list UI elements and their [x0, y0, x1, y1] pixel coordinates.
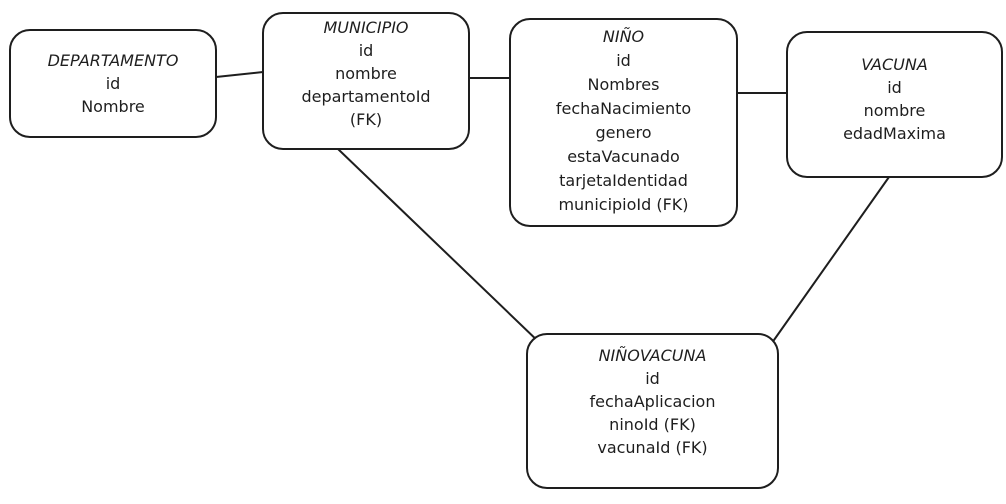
entity-title: NIÑOVACUNA [599, 346, 707, 365]
entity-title: NIÑO [603, 27, 644, 46]
entity-field: id [106, 74, 121, 93]
entity-field: id [359, 41, 374, 60]
entity-field: departamentoId [301, 87, 430, 106]
entity-layer: DEPARTAMENTOidNombreMUNICIPIOidnombredep… [9, 12, 1003, 489]
entity-box [509, 18, 738, 227]
entity-box [9, 29, 217, 138]
entity-box [526, 333, 779, 489]
entity-field: (FK) [350, 110, 382, 129]
entity-field: ninoId (FK) [609, 415, 696, 434]
entity-title: DEPARTAMENTO [48, 51, 179, 70]
entity-field: id [645, 369, 660, 388]
entity-vacuna[interactable]: VACUNA id nombre edadMaxima [786, 31, 1003, 178]
entity-field: estaVacunado [567, 147, 680, 166]
entity-title: MUNICIPIO [323, 18, 408, 37]
entity-field: id [616, 51, 631, 70]
entity-field: genero [596, 123, 652, 142]
relation-departamento-municipio [215, 71, 264, 78]
relation-vacuna-ninovacuna [773, 176, 890, 341]
entity-field: nombre [864, 101, 926, 120]
entity-field: fechaNacimiento [556, 99, 691, 118]
entity-box [786, 31, 1003, 178]
entity-field: fechaAplicacion [590, 392, 716, 411]
entity-field: Nombre [81, 97, 145, 116]
entity-municipio[interactable]: MUNICIPIO id nombre departamentoId (FK) [262, 12, 470, 150]
entity-box [262, 12, 470, 150]
entity-field: vacunaId (FK) [597, 438, 707, 457]
entity-field: nombre [335, 64, 397, 83]
entity-field: municipioId (FK) [558, 195, 688, 214]
entity-field: Nombres [588, 75, 660, 94]
entity-title: VACUNA [861, 55, 928, 74]
entity-field: id [887, 78, 902, 97]
entity-field: edadMaxima [843, 124, 946, 143]
entity-ninovacuna[interactable]: NIÑOVACUNA id fechaAplicacion ninoId (FK) va… [526, 333, 779, 489]
connector-layer [215, 71, 890, 346]
relation-municipio-ninovacuna [337, 148, 543, 346]
entity-field: tarjetaIdentidad [559, 171, 688, 190]
